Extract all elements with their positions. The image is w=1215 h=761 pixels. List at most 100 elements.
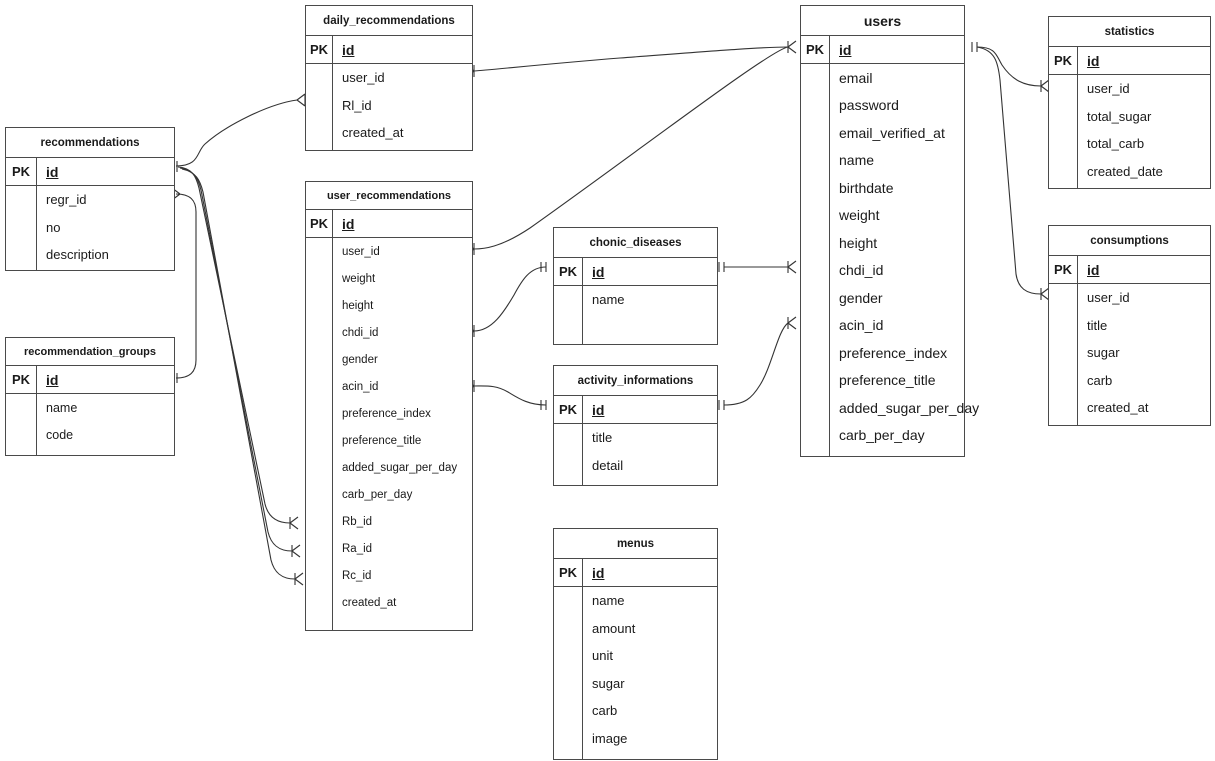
entity-users[interactable]: users PK id email password email_verifie… — [800, 5, 979, 457]
entity-body: user_id Rl_id created_at — [306, 64, 472, 150]
entity-title: menus — [554, 529, 717, 559]
field-row: chdi_id — [839, 262, 884, 279]
pk-field: id — [1087, 52, 1100, 69]
pk-tag: PK — [306, 36, 333, 63]
edge-recommendations-daily — [175, 99, 298, 167]
pk-tag: PK — [554, 396, 583, 423]
pk-tag: PK — [6, 366, 37, 393]
field-row: email_verified_at — [839, 124, 945, 141]
entity-body: name amount unit sugar carb image — [554, 587, 717, 759]
edge-activity-users — [723, 322, 789, 406]
field-row: added_sugar_per_day — [342, 461, 458, 474]
field-row: name — [839, 152, 875, 169]
field-row: name — [592, 292, 625, 308]
entity-statistics[interactable]: statistics PK id user_id total_sugar tot… — [1048, 16, 1211, 189]
entity-body: user_id title sugar carb created_at — [1049, 284, 1210, 425]
primary-key-row: PK id — [554, 559, 717, 587]
entity-title: statistics — [1049, 17, 1210, 47]
entity-title: daily_recommendations — [306, 6, 472, 36]
entity-body: user_id weight height chdi_id gender aci… — [306, 238, 472, 630]
primary-key-row: PK id — [6, 158, 174, 186]
primary-key-row: PK id — [801, 36, 964, 64]
entity-title: consumptions — [1049, 226, 1210, 256]
entity-recommendation-groups[interactable]: recommendation_groups PK id name code — [5, 337, 175, 456]
primary-key-row: PK id — [1049, 256, 1210, 284]
edge-recommendations-rb — [177, 166, 291, 524]
field-row: name — [592, 593, 625, 609]
entity-body: name — [554, 286, 717, 344]
primary-key-row: PK id — [6, 366, 174, 394]
field-row: user_id — [1087, 290, 1130, 306]
field-row: acin_id — [342, 380, 379, 393]
pk-field: id — [1087, 261, 1100, 278]
field-row: preference_title — [839, 372, 936, 389]
field-row: carb_per_day — [342, 488, 413, 501]
entity-title: recommendations — [6, 128, 174, 158]
field-row: sugar — [1087, 345, 1120, 361]
pk-tag: PK — [306, 210, 333, 237]
entity-activity-informations[interactable]: activity_informations PK id title detail — [553, 365, 718, 486]
key-gutter — [554, 286, 583, 344]
field-row: preference_index — [342, 407, 431, 420]
field-row: email — [839, 69, 873, 86]
entity-menus[interactable]: menus PK id name amount unit sugar carb … — [553, 528, 718, 760]
primary-key-row: PK id — [306, 36, 472, 64]
field-row: height — [839, 234, 878, 251]
key-gutter — [306, 238, 333, 630]
field-row: user_id — [342, 70, 385, 86]
field-row: created_at — [1087, 400, 1149, 416]
key-gutter — [801, 64, 830, 456]
field-row: preference_title — [342, 434, 422, 447]
field-row: Ra_id — [342, 542, 373, 555]
entity-chonic-diseases[interactable]: chonic_diseases PK id name — [553, 227, 718, 345]
pk-field: id — [592, 263, 605, 280]
field-row: created_at — [342, 125, 404, 141]
field-row: name — [46, 400, 78, 415]
entity-body: name code — [6, 394, 174, 455]
field-row: gender — [839, 289, 883, 306]
field-list: title detail — [583, 424, 717, 485]
field-row: description — [46, 247, 109, 263]
entity-recommendations[interactable]: recommendations PK id regr_id no descrip… — [5, 127, 175, 271]
edge-chonic-userrec — [473, 266, 547, 332]
field-row: chdi_id — [342, 326, 379, 339]
field-row: Rl_id — [342, 97, 372, 113]
field-row: carb_per_day — [839, 427, 925, 444]
field-row: user_id — [342, 245, 380, 258]
field-row: image — [592, 730, 628, 746]
field-row: no — [46, 219, 61, 235]
pk-tag: PK — [554, 258, 583, 285]
key-gutter — [554, 587, 583, 759]
entity-title: users — [801, 6, 964, 36]
entity-title: chonic_diseases — [554, 228, 717, 258]
field-row: created_at — [342, 596, 397, 609]
pk-field: id — [342, 41, 355, 58]
field-row: amount — [592, 620, 636, 636]
edge-users-statistics — [976, 46, 1042, 87]
field-list: user_id title sugar carb created_at — [1078, 284, 1210, 425]
entity-daily-recommendations[interactable]: daily_recommendations PK id user_id Rl_i… — [305, 5, 473, 151]
field-row: total_sugar — [1087, 108, 1152, 124]
edge-users-daily — [473, 46, 789, 72]
field-row: code — [46, 428, 74, 443]
pk-field: id — [592, 401, 605, 418]
field-row: height — [342, 299, 374, 312]
entity-user-recommendations[interactable]: user_recommendations PK id user_id weigh… — [305, 181, 473, 631]
entity-consumptions[interactable]: consumptions PK id user_id title sugar c… — [1048, 225, 1211, 426]
field-row: Rb_id — [342, 515, 373, 528]
entity-body: regr_id no description — [6, 186, 174, 270]
pk-tag: PK — [554, 559, 583, 586]
primary-key-row: PK id — [554, 396, 717, 424]
field-row: user_id — [1087, 81, 1130, 97]
entity-title: recommendation_groups — [6, 338, 174, 366]
key-gutter — [554, 424, 583, 485]
field-row: regr_id — [46, 192, 87, 208]
key-gutter — [6, 186, 37, 270]
field-list: email password email_verified_at name bi… — [830, 64, 979, 456]
edge-recgroups-recommendations — [175, 193, 197, 379]
field-list: name — [583, 286, 717, 344]
entity-title: activity_informations — [554, 366, 717, 396]
primary-key-row: PK id — [306, 210, 472, 238]
pk-field: id — [592, 564, 605, 581]
